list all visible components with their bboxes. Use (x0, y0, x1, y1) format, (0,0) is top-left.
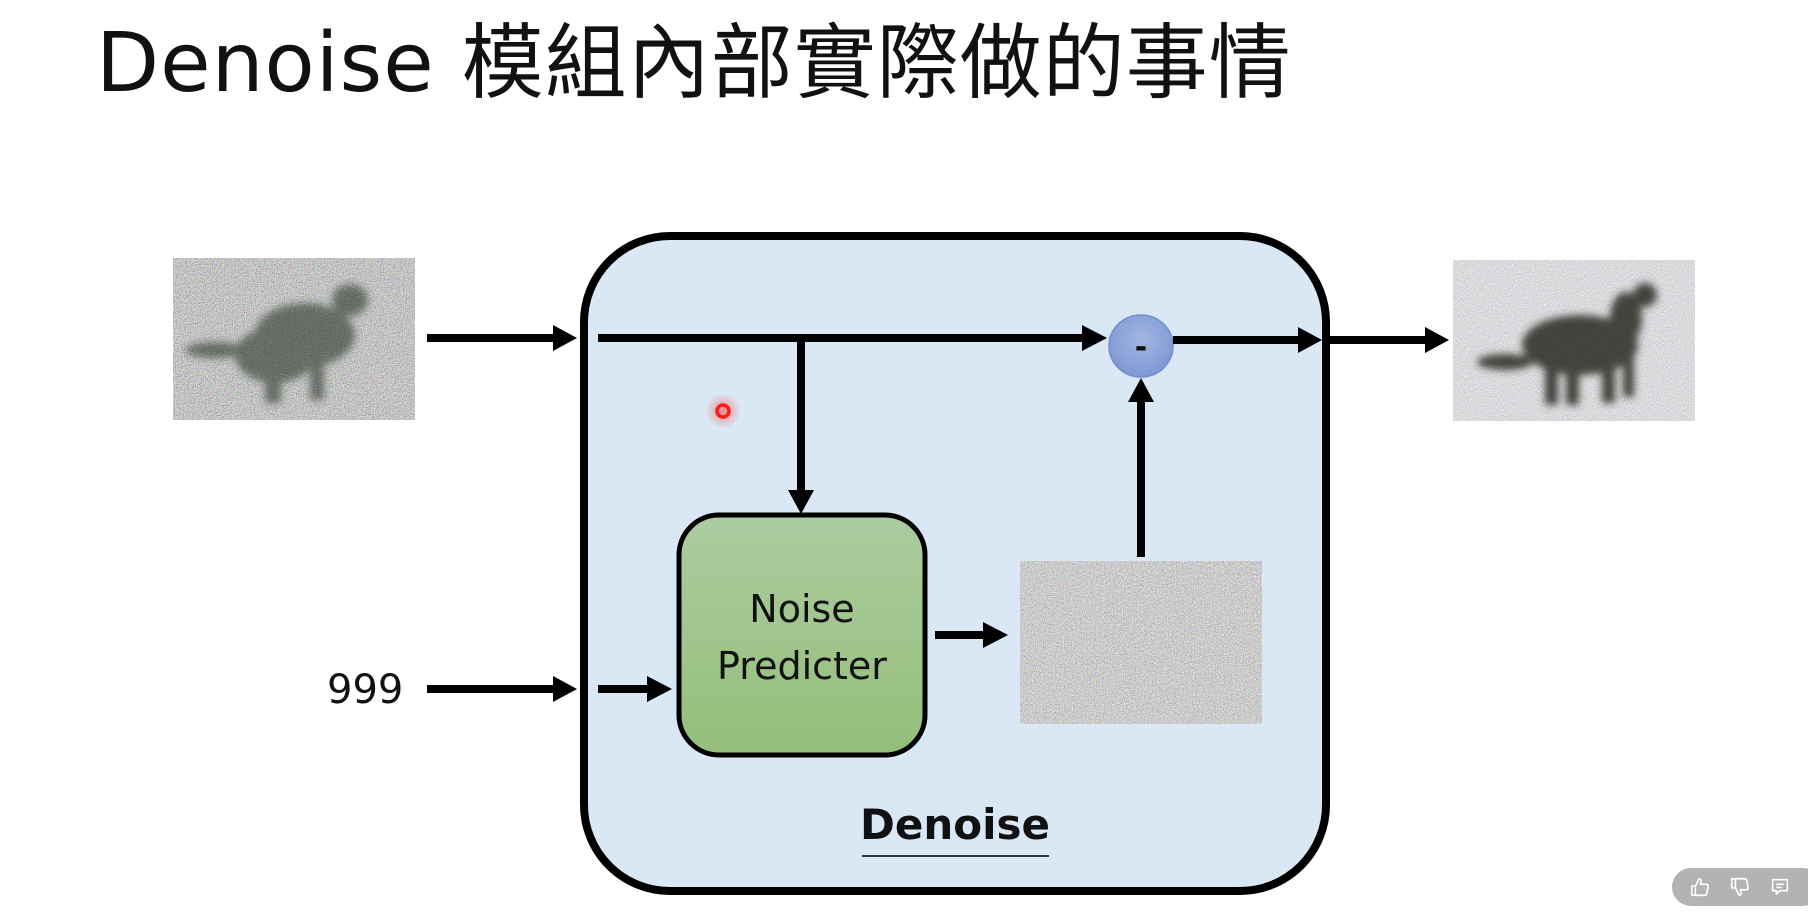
feedback-bar (1672, 868, 1808, 906)
arrow-to-subtract (598, 325, 1107, 351)
output-image (1453, 260, 1695, 421)
subtract-symbol: - (1135, 330, 1147, 365)
arrow-step-to-module (427, 676, 577, 702)
arrow-noise-to-subtract (1128, 378, 1154, 557)
comment-icon (1771, 878, 1789, 896)
step-number: 999 (327, 667, 403, 713)
input-noisy-image (173, 258, 415, 420)
slide-title: Denoise 模組內部實際做的事情 (96, 16, 1292, 111)
noise-predicter-label-line1: Noise (749, 587, 854, 631)
thumbs-down-button[interactable] (1726, 873, 1754, 901)
arrow-input-to-module (427, 325, 577, 351)
noise-predicter-label-line2: Predicter (717, 644, 887, 688)
predicted-noise-image (1020, 561, 1262, 724)
noise-predicter-block: Noise Predicter (676, 512, 928, 758)
thumbs-up-button[interactable] (1686, 873, 1714, 901)
arrow-step-to-predicter (598, 676, 672, 702)
subtract-operator: - (1108, 314, 1174, 378)
thumbs-up-icon (1690, 877, 1709, 897)
laser-pointer (705, 393, 741, 429)
arrow-subtract-to-output (1173, 327, 1449, 353)
comment-button[interactable] (1766, 873, 1794, 901)
arrow-to-noise-predicter (788, 338, 814, 514)
arrow-predicter-to-noise (935, 622, 1008, 648)
thumbs-down-icon (1730, 877, 1749, 897)
denoise-module-label: Denoise (860, 800, 1050, 849)
